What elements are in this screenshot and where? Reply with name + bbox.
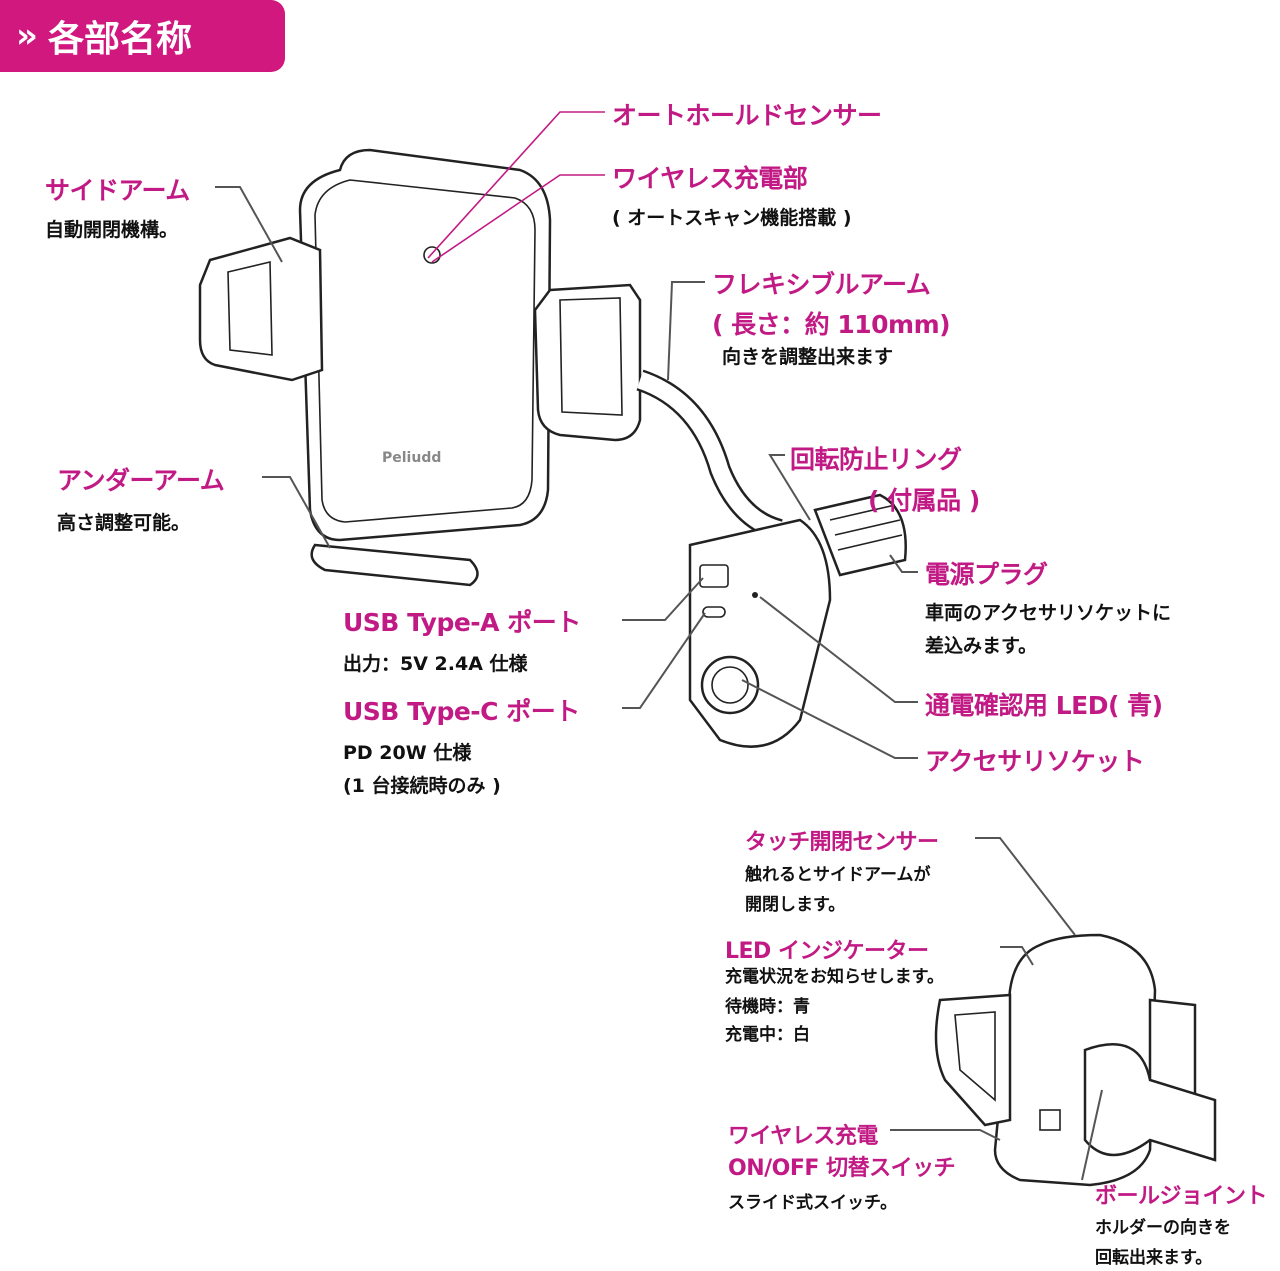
power-plug-desc-2: 差込みます。: [925, 635, 1038, 657]
brand-logo: Peliudd: [382, 450, 441, 466]
label-led-indicator: LED インジケーター: [725, 939, 929, 964]
usb-a-desc: 出力：5V 2.4A 仕様: [343, 653, 528, 675]
wireless-charger-desc: ( オートスキャン機能搭載 ): [612, 207, 852, 229]
usb-a-port-icon: [699, 564, 729, 588]
label-usb-a: USB Type-A ポート: [343, 608, 581, 637]
led-indicator-desc-3: 充電中：白: [725, 1025, 810, 1045]
label-ball-joint: ボールジョイント: [1095, 1184, 1268, 1209]
label-usb-c: USB Type-C ポート: [343, 697, 580, 726]
back-view-drawing: [934, 933, 1217, 1187]
ball-joint-desc-2: 回転出来ます。: [1095, 1248, 1213, 1268]
section-header: » 各部名称: [0, 0, 285, 72]
wireless-charging-icon: [423, 246, 441, 264]
label-power-led: 通電確認用 LED( 青): [925, 691, 1163, 720]
wireless-switch-desc: スライド式スイッチ。: [728, 1193, 898, 1213]
label-power-plug: 電源プラグ: [925, 560, 1048, 589]
usb-c-desc-1: PD 20W 仕様: [343, 742, 472, 764]
label-auto-hold-sensor: オートホールドセンサー: [612, 101, 882, 130]
touch-sensor-desc-1: 触れるとサイドアームが: [745, 865, 931, 885]
led-indicator-desc-2: 待機時：青: [725, 997, 810, 1017]
flexible-arm-desc: 向きを調整出来ます: [722, 346, 894, 368]
usb-c-port-icon: [702, 606, 726, 618]
label-wireless-switch-1: ワイヤレス充電: [728, 1124, 878, 1149]
usb-c-desc-2: (1 台接続時のみ ): [343, 775, 501, 797]
leader-lines: [215, 111, 1103, 1181]
under-arm-desc: 高さ調整可能。: [57, 512, 191, 534]
led-dot-icon: [752, 592, 758, 598]
flexible-arm-length: ( 長さ：約 110mm): [712, 310, 951, 339]
anti-rotation-ring-note: ( 付属品 ): [868, 486, 980, 515]
label-touch-sensor: タッチ開閉センサー: [745, 830, 939, 855]
side-arm-desc: 自動開閉機構。: [45, 219, 179, 241]
label-wireless-switch-2: ON/OFF 切替スイッチ: [728, 1156, 956, 1181]
double-chevron-right-icon: »: [16, 16, 38, 56]
section-title: 各部名称: [47, 19, 192, 60]
label-under-arm: アンダーアーム: [57, 466, 225, 495]
label-anti-rotation-ring: 回転防止リング: [790, 445, 962, 474]
label-side-arm: サイドアーム: [45, 176, 190, 205]
power-plug-desc-1: 車両のアクセサリソケットに: [925, 602, 1172, 624]
label-wireless-charger: ワイヤレス充電部: [612, 164, 808, 193]
touch-sensor-desc-2: 開閉します。: [745, 895, 846, 915]
ball-joint-desc-1: ホルダーの向きを: [1095, 1218, 1231, 1238]
label-flexible-arm: フレキシブルアーム: [712, 270, 931, 299]
label-accessory-socket: アクセサリソケット: [925, 747, 1145, 776]
main-holder-drawing: Peliudd: [198, 148, 907, 748]
led-indicator-desc-1: 充電状況をお知らせします。: [725, 967, 944, 987]
